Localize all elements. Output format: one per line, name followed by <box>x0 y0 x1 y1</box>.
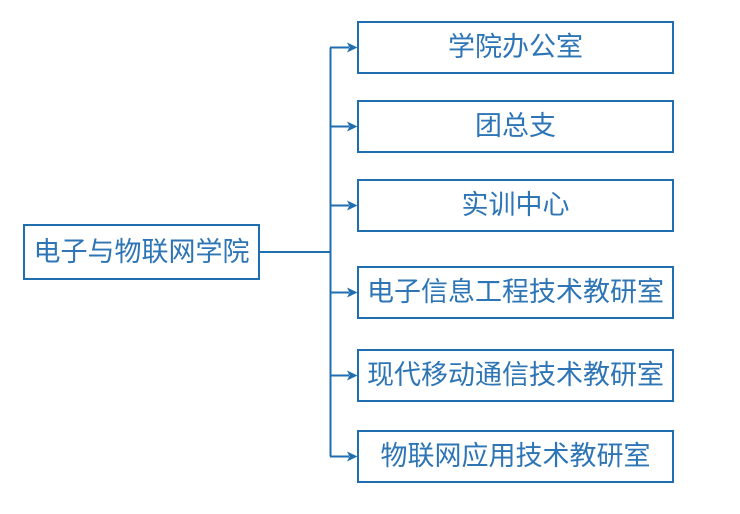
org-node-training-center: 实训中心 <box>357 179 674 232</box>
arrowhead-icon <box>347 200 358 211</box>
org-node-label: 现代移动通信技术教研室 <box>367 360 664 390</box>
org-node-college-office: 学院办公室 <box>357 21 674 74</box>
org-node-root: 电子与物联网学院 <box>23 224 260 280</box>
org-node-mobile-comm-office: 现代移动通信技术教研室 <box>357 349 674 402</box>
org-node-league-branch: 团总支 <box>357 100 674 153</box>
org-node-electronic-info-office: 电子信息工程技术教研室 <box>357 266 674 319</box>
arrowhead-icon <box>347 451 358 462</box>
org-node-label: 团总支 <box>475 111 556 141</box>
arrowhead-icon <box>347 121 358 132</box>
org-node-label: 物联网应用技术教研室 <box>380 441 651 471</box>
org-node-iot-application-office: 物联网应用技术教研室 <box>357 430 674 483</box>
arrowhead-icon <box>347 287 358 298</box>
org-node-root-label: 电子与物联网学院 <box>33 236 250 267</box>
org-node-label: 电子信息工程技术教研室 <box>367 277 664 307</box>
arrowhead-icon <box>347 370 358 381</box>
org-node-label: 学院办公室 <box>448 32 583 62</box>
arrowhead-icon <box>347 42 358 53</box>
org-node-label: 实训中心 <box>461 190 570 220</box>
